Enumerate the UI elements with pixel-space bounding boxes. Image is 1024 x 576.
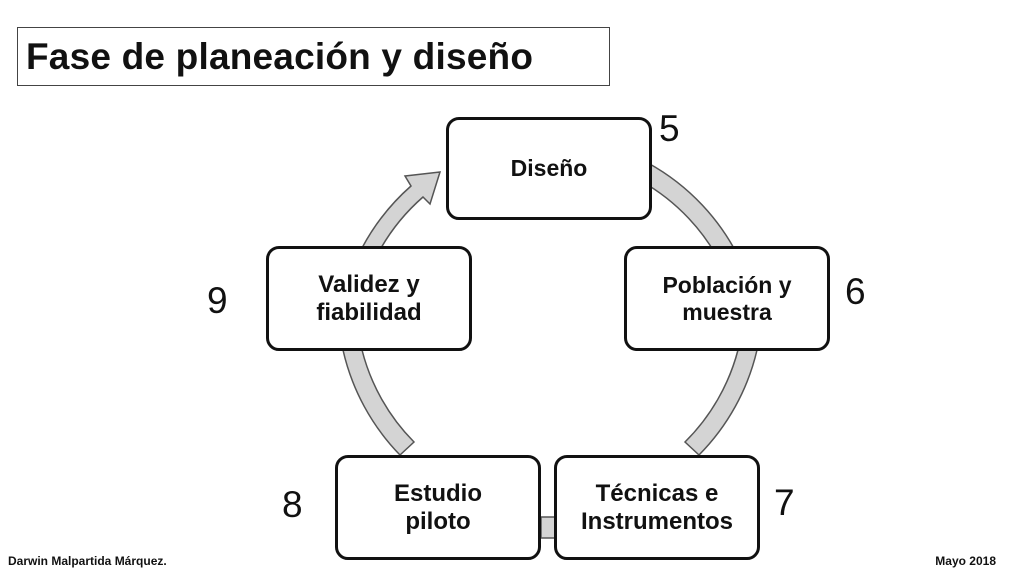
step-number-5: 5 <box>659 108 680 149</box>
step-number-8: 8 <box>282 484 303 525</box>
cycle-node-label: Población y muestra <box>662 272 792 325</box>
cycle-node-label: Validez y fiabilidad <box>316 270 422 326</box>
cycle-node-diseno: Diseño <box>446 117 652 220</box>
cycle-node-label: Técnicas e Instrumentos <box>580 479 733 535</box>
footer-author: Darwin Malpartida Márquez. <box>8 554 167 568</box>
cycle-node-poblacion-muestra: Población y muestra <box>624 246 830 351</box>
cycle-node-label: Estudio piloto <box>394 479 482 535</box>
cycle-node-tecnicas-instrumentos: Técnicas e Instrumentos <box>554 455 760 560</box>
step-number-6: 6 <box>845 271 866 312</box>
step-number-9: 9 <box>207 280 228 321</box>
cycle-arc-estudio-validez <box>342 349 416 457</box>
cycle-node-estudio-piloto: Estudio piloto <box>335 455 541 560</box>
step-number-7: 7 <box>774 482 795 523</box>
footer-date: Mayo 2018 <box>935 554 996 568</box>
cycle-node-label: Diseño <box>510 155 588 182</box>
cycle-node-validez-fiabilidad: Validez y fiabilidad <box>266 246 472 351</box>
slide-title: Fase de planeación y diseño <box>26 35 534 77</box>
cycle-arc-poblacion-tecnicas <box>683 349 758 457</box>
title-box: Fase de planeación y diseño <box>17 27 610 86</box>
cycle-arrow-validez-diseno <box>360 171 442 249</box>
